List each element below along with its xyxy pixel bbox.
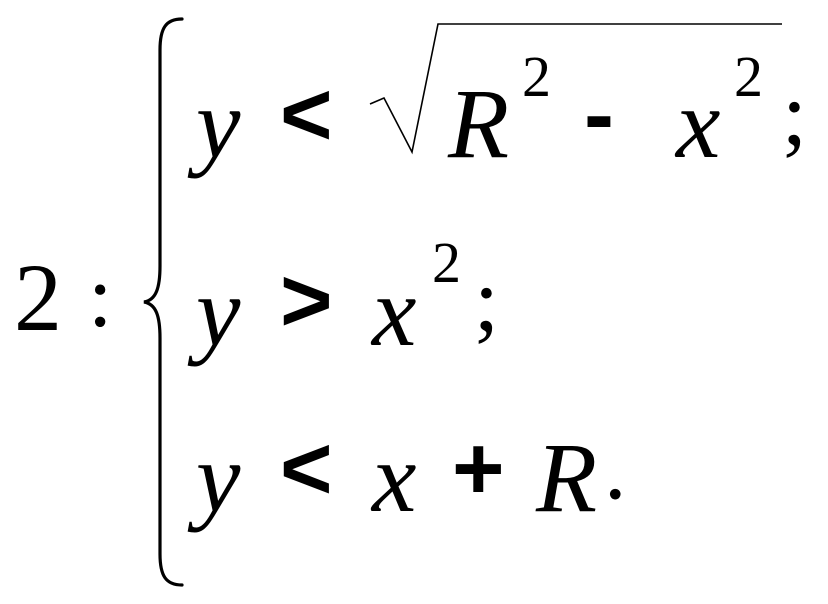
row2-relation: > (280, 251, 333, 351)
row1-radicand-base-2: x (676, 68, 721, 179)
row2-rhs-base: x (372, 256, 417, 367)
row1-radicand-exp-1: 2 (522, 44, 551, 109)
row3-relation: < (280, 419, 333, 519)
row3-rhs-2: R (536, 422, 598, 533)
row2-lhs: y (196, 256, 241, 367)
row1-relation: < (280, 65, 333, 165)
row3-lhs: y (196, 422, 241, 533)
curly-brace-icon (143, 17, 184, 587)
row3-plus: + (452, 419, 505, 519)
row1-radicand-base-1: R (448, 68, 510, 179)
square-root-icon (369, 23, 782, 155)
row1-end: ; (782, 65, 808, 164)
row2-rhs-exp: 2 (432, 230, 461, 295)
label-colon: : (88, 249, 113, 346)
system-label: 2 (14, 244, 62, 351)
row3-rhs-1: x (372, 422, 417, 533)
row2-end: ; (474, 251, 500, 350)
row1-radicand-exp-2: 2 (734, 44, 763, 109)
row1-minus: - (584, 65, 614, 165)
row3-end: . (604, 419, 627, 518)
row1-lhs: y (196, 68, 241, 179)
